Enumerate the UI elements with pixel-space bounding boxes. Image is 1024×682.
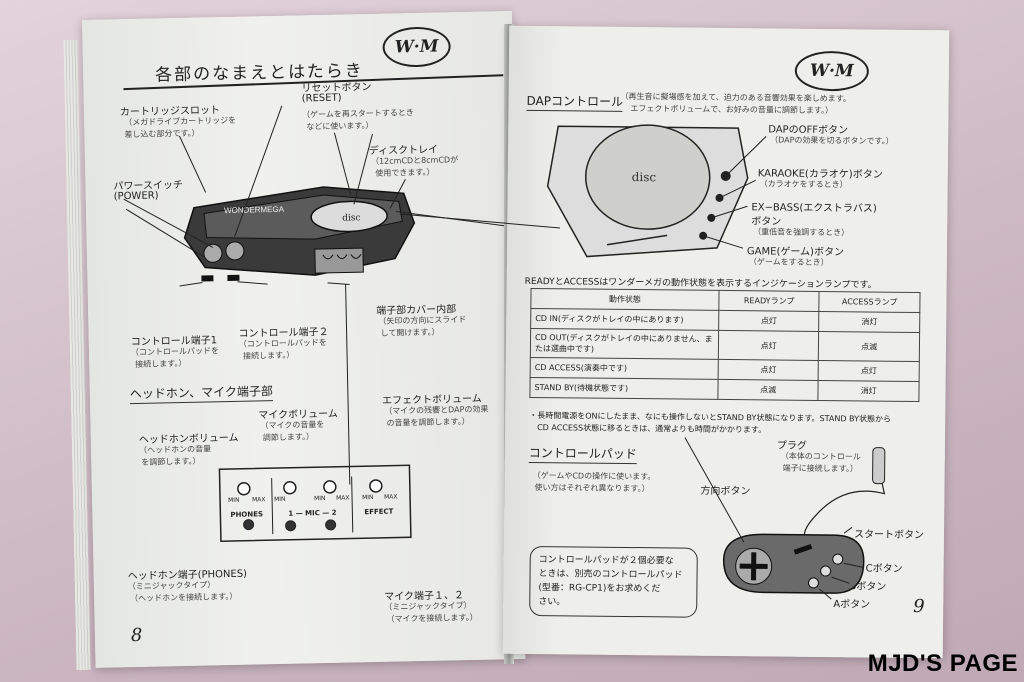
control-pad-illustration: [684, 437, 886, 600]
dap-illustration: disc: [546, 124, 749, 258]
right-page: W·M DAPコントロール （再生音に擬場感を加えて、迫力のある音響効果を楽しめ…: [502, 25, 950, 659]
left-page: 各部のなまえとはたらき W·M カートリッジスロット （メガドライブカートリッジ…: [82, 10, 527, 668]
wondermega-illustration: disc WONDERMEGA: [123, 105, 416, 282]
dap-leader-lines: [702, 136, 767, 249]
watermark: MJD'S PAGE: [867, 650, 1018, 677]
title-underline: [123, 74, 504, 91]
device-brand: WONDERMEGA: [224, 205, 285, 215]
dap-disc-label: disc: [632, 170, 657, 184]
leader-lines: [125, 132, 527, 485]
device-disc-label: disc: [342, 213, 361, 223]
jack-panel: [218, 464, 412, 542]
